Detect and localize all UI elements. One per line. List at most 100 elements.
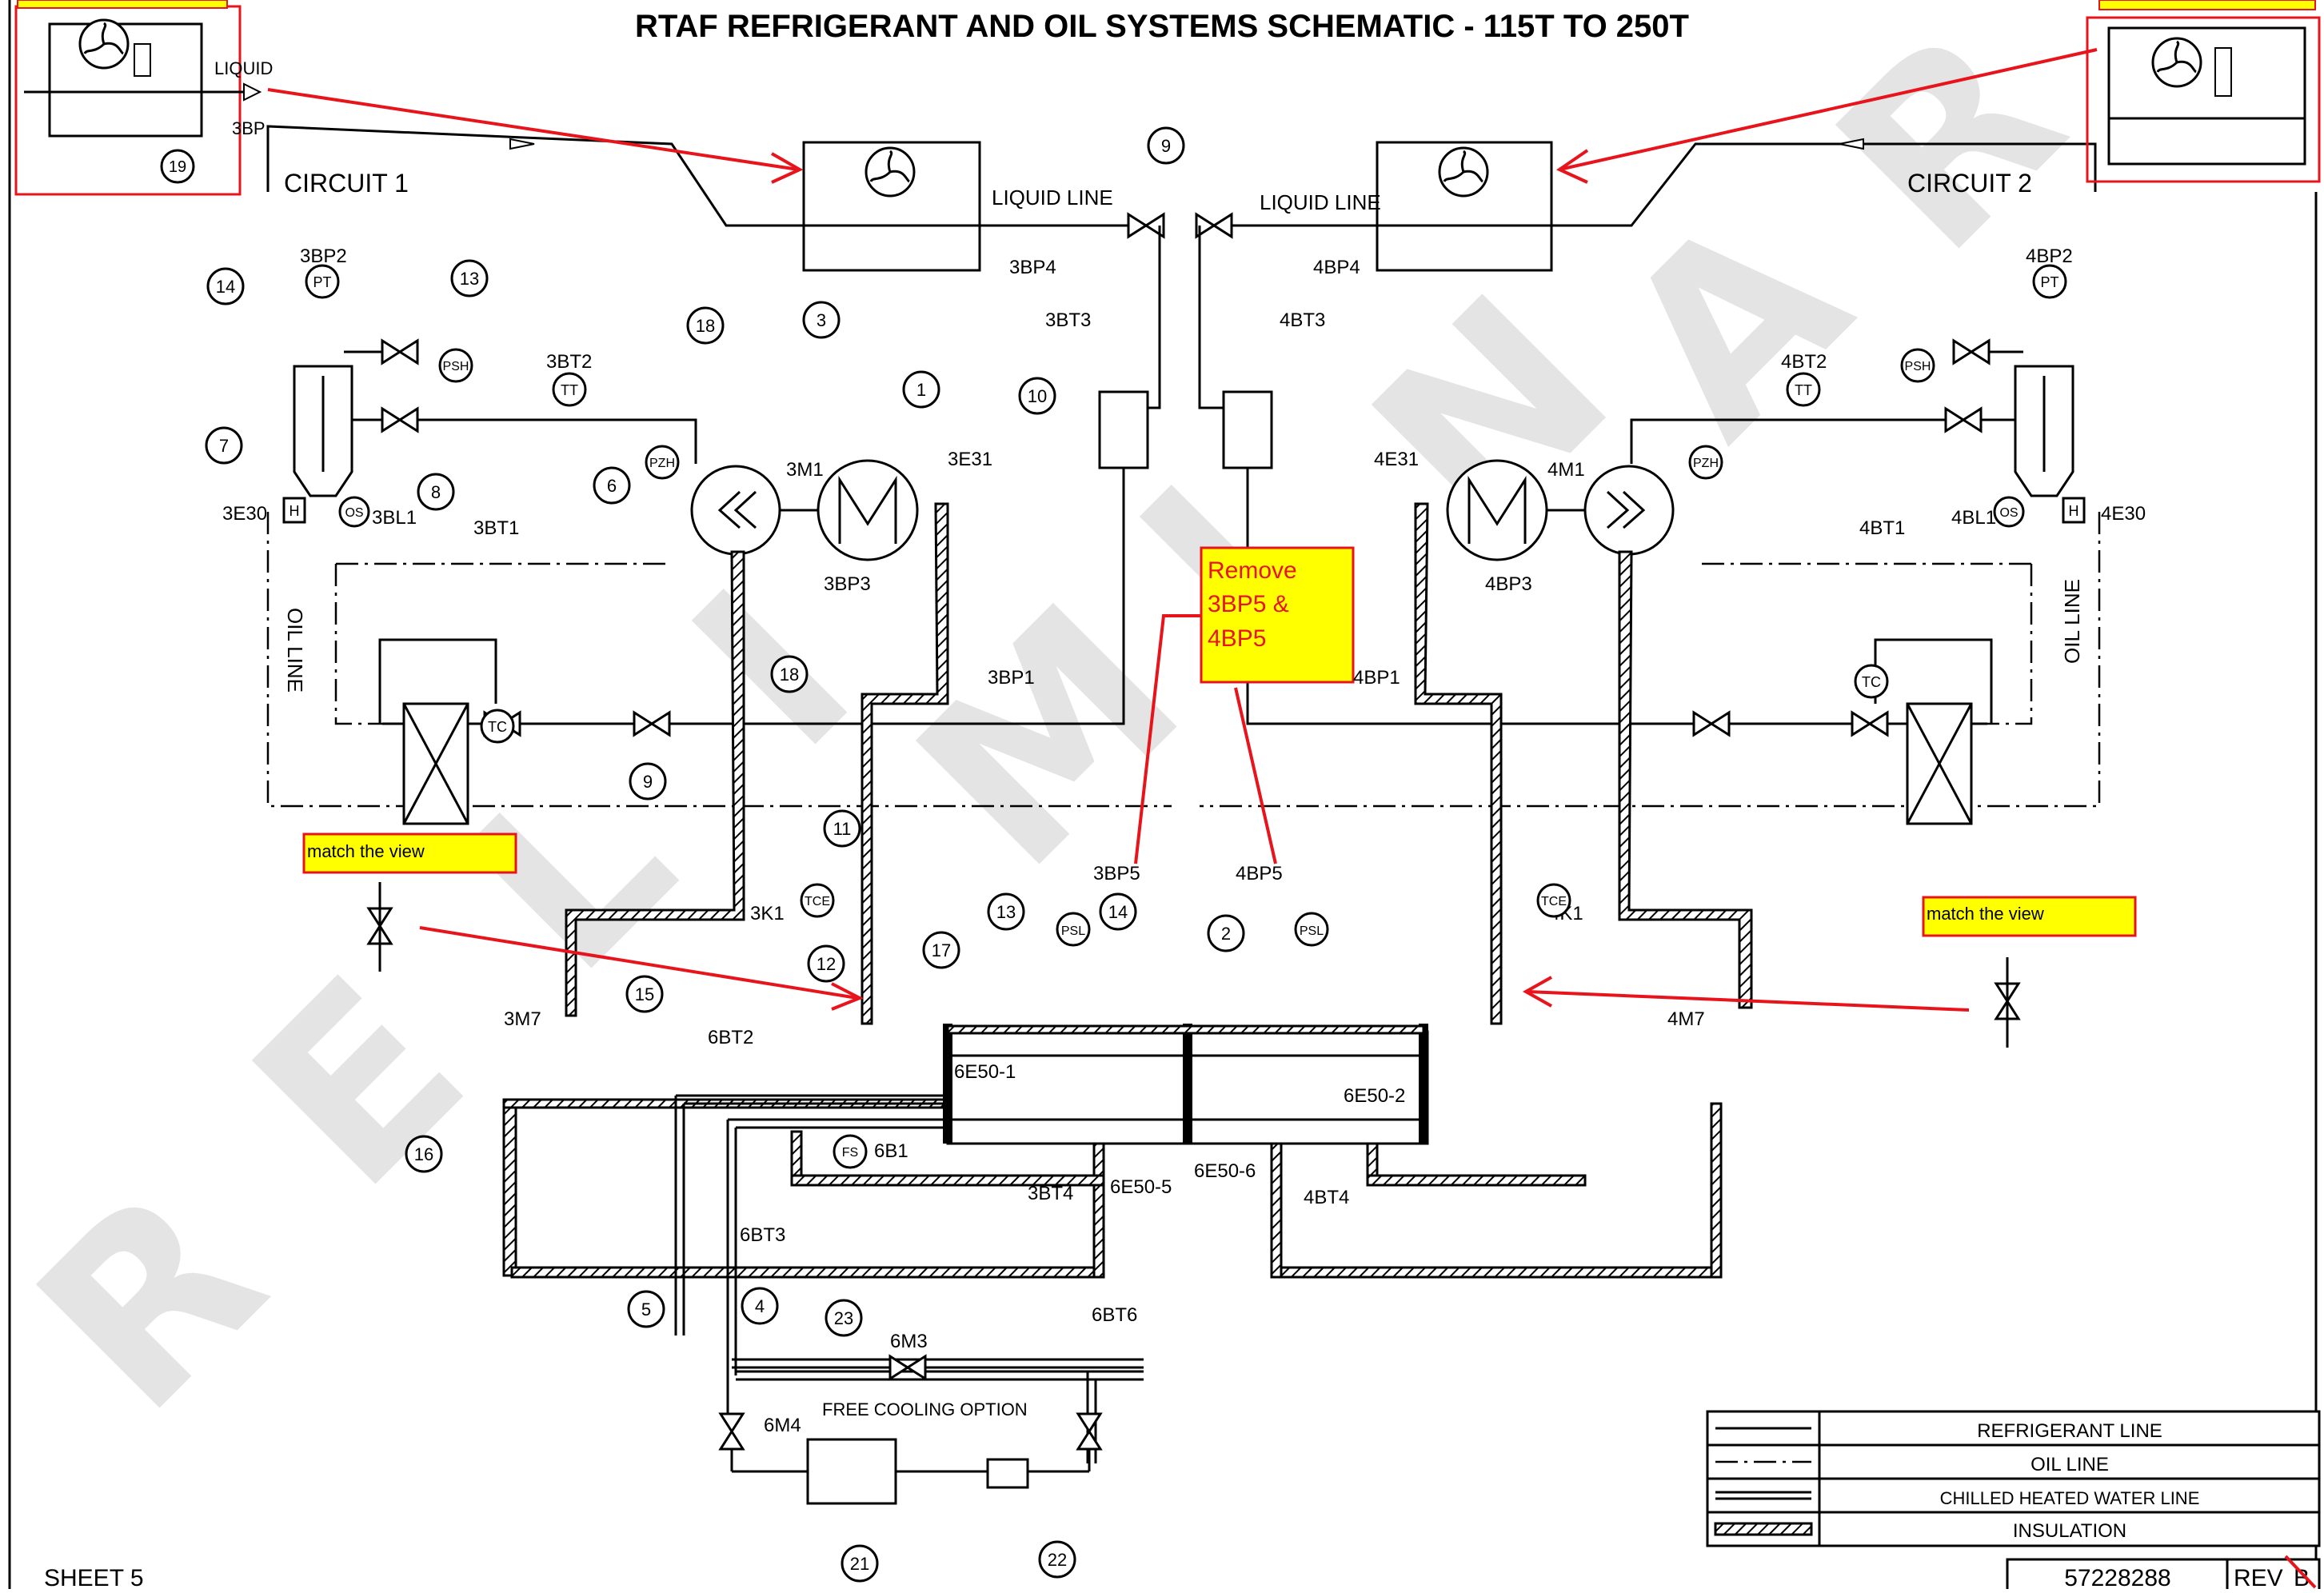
insulated-suction-left (861, 502, 949, 1025)
instrument-psl (1294, 912, 1329, 947)
tag-3BP2: 3BP2 (300, 246, 347, 267)
tag-6BT6: 6BT6 (1092, 1304, 1137, 1326)
instrument-tc (480, 709, 515, 744)
line-discharge-right (1551, 142, 2097, 227)
tag-4BP2: 4BP2 (2026, 246, 2073, 267)
chilled-water-lines (674, 1094, 1144, 1463)
filter-drier-left (1098, 390, 1149, 469)
instrument-bubbles: PT TT PSH PZH OS H TC TCE PSL FS PT TT P… (282, 264, 2086, 1169)
liquid-line-left-label: LIQUID LINE (992, 186, 1113, 210)
callout-9-b: 9 (643, 772, 653, 792)
oil-separator-right (2014, 365, 2074, 497)
callout-13: 13 (460, 269, 479, 289)
svg-text:PSH: PSH (1905, 360, 1931, 373)
evaporator-tag-5: 6E50-5 (1110, 1176, 1172, 1198)
condenser-right (1376, 141, 1553, 272)
callout-9: 9 (1161, 136, 1171, 156)
remove-note-line-2: 3BP5 & (1208, 591, 1289, 617)
tag-4BP4: 4BP4 (1313, 257, 1360, 278)
svg-text:PSH: PSH (443, 360, 469, 373)
callout-18-b: 18 (780, 665, 799, 685)
inset-detail-right (2086, 16, 2321, 183)
legend-table: REFRIGERANT LINE OIL LINE CHILLED HEATED… (1706, 1410, 2321, 1547)
tag-4E31: 4E31 (1374, 449, 1419, 470)
tag-6BT3: 6BT3 (740, 1224, 785, 1246)
instrument-tt (552, 372, 587, 407)
svg-text:PSL: PSL (1061, 924, 1085, 938)
tag-4BT3: 4BT3 (1280, 309, 1325, 331)
callout-19: 19 (169, 158, 186, 176)
compressor-left (690, 459, 919, 561)
oil-line-left-inner (334, 564, 382, 725)
callout-15: 15 (635, 984, 654, 1004)
inset-3bp-label: 3BP (232, 118, 266, 138)
callout-12: 12 (817, 954, 836, 974)
callout-4: 4 (755, 1296, 765, 1316)
callout-3: 3 (817, 310, 826, 330)
instrument-tt (1786, 372, 1821, 407)
remove-note: Remove 3BP5 & 4BP5 (1200, 546, 1355, 684)
callout-5: 5 (641, 1300, 651, 1320)
svg-text:H: H (2069, 503, 2079, 519)
callout-22: 22 (1048, 1550, 1067, 1570)
tag-3BP4: 3BP4 (1009, 257, 1056, 278)
free-cooling-section (719, 1355, 1144, 1505)
tag-3M7: 3M7 (504, 1008, 541, 1030)
tag-3BP3: 3BP3 (824, 573, 871, 595)
watermark-letter: E (202, 927, 516, 1240)
tag-3BT1: 3BT1 (473, 517, 519, 539)
tag-6BT2: 6BT2 (708, 1027, 753, 1048)
instrument-heater (282, 497, 306, 524)
callout-8: 8 (431, 482, 441, 502)
legend-label-insulation: INSULATION (2013, 1520, 2126, 1542)
relief-valve-left (381, 339, 419, 365)
callout-23: 23 (834, 1308, 853, 1328)
tag-4M7: 4M7 (1667, 1008, 1705, 1030)
flow-arrow (1839, 138, 1864, 150)
liquid-valve-right (1195, 213, 1233, 238)
instrument-heater (2062, 497, 2086, 524)
rev-label: REV (2234, 1565, 2283, 1589)
economizer-right (1874, 638, 1993, 825)
match-view-left-box (302, 832, 517, 874)
insulated-suction-right (1414, 502, 1503, 1025)
svg-text:PSL: PSL (1300, 924, 1324, 938)
svg-text:OS: OS (1999, 506, 2018, 520)
instrument-tags-left: 3BP2 3BT2 3E30 3BL1 3BT1 3M1 3E31 3BP3 3… (222, 246, 1140, 1246)
oil-line-left-label: OIL LINE (283, 608, 307, 693)
callout-13-b: 13 (996, 902, 1016, 922)
legend-label-water: CHILLED HEATED WATER LINE (1940, 1488, 2200, 1508)
instrument-psh (1900, 348, 1935, 383)
document-number: 57228288 (2064, 1565, 2170, 1589)
insulated-line-v-left (502, 1106, 517, 1277)
tag-3E31: 3E31 (948, 449, 992, 470)
markup-arrows (267, 48, 2098, 1012)
evaporator-tag-1: 6E50-1 (954, 1061, 1016, 1083)
line-liquid-down-left (1032, 468, 1125, 725)
inset-liquid-label: LIQUID (214, 58, 273, 78)
liquid-line-right-label: LIQUID LINE (1260, 190, 1381, 214)
inset-right-note-strip (2098, 0, 2316, 10)
match-view-right-label: match the view (1927, 904, 2044, 924)
title-block: 57228288 REV B (2006, 1555, 2321, 1593)
tag-4BT4: 4BT4 (1304, 1187, 1349, 1208)
oil-line-right-inner (1987, 564, 2033, 725)
instrument-tce (800, 883, 835, 918)
svg-text:PT: PT (313, 274, 331, 290)
legend-label-refrigerant: REFRIGERANT LINE (1977, 1420, 2162, 1442)
svg-text:H: H (290, 503, 300, 519)
instrument-pzh (1688, 445, 1723, 480)
insulated-oil-return-left (565, 550, 745, 1017)
instrument-psh (438, 348, 473, 383)
circuit-1-label: CIRCUIT 1 (284, 169, 409, 198)
inset-detail-left (14, 5, 262, 196)
page-title: RTAF REFRIGERANT AND OIL SYSTEMS SCHEMAT… (635, 9, 1689, 44)
callout-14: 14 (216, 277, 235, 297)
flow-arrow (509, 138, 535, 150)
inset-left-note-strip (17, 0, 228, 9)
svg-text:TC: TC (488, 719, 507, 735)
svg-text:TCE: TCE (805, 895, 830, 908)
circuit-2-label: CIRCUIT 2 (1907, 169, 2032, 198)
tag-3BT3: 3BT3 (1045, 309, 1091, 331)
instrument-pt (2032, 264, 2067, 299)
